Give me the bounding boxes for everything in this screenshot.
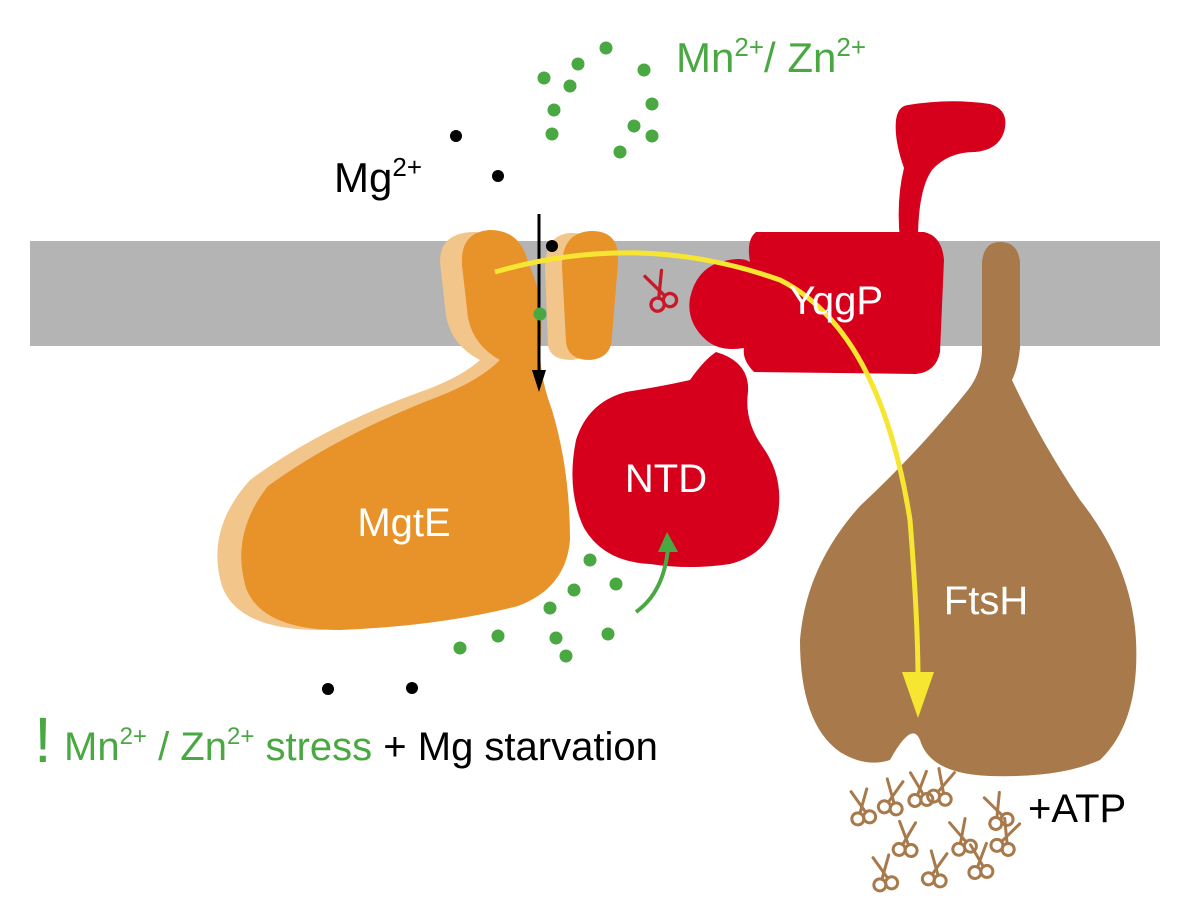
mg-ion	[492, 170, 504, 182]
atp-label: +ATP	[1028, 787, 1126, 831]
mg-ion	[546, 240, 558, 252]
mn-zn-ion	[583, 553, 597, 567]
scissors-icon	[924, 766, 960, 809]
ntd-label: NTD	[625, 457, 707, 501]
mn-zn-ion	[645, 129, 659, 143]
mn-zn-ion	[491, 629, 505, 643]
mn-zn-ion	[601, 627, 615, 641]
mn-zn-ion	[645, 97, 659, 111]
mgte-protein	[241, 230, 619, 630]
scissors-icon	[979, 789, 1017, 833]
mn-binding-arrow	[634, 547, 670, 614]
mn-zn-ion	[543, 601, 557, 615]
scissors-icon	[875, 776, 909, 818]
scissors-icon	[867, 852, 901, 894]
scissors-icon	[891, 819, 922, 859]
mn-zn-ion	[599, 41, 613, 55]
scissors-icon	[919, 848, 953, 890]
stress-mark: !	[34, 704, 52, 776]
mn-zn-ion	[559, 649, 573, 663]
mn-zn-ion	[549, 631, 563, 645]
scissors-icon	[987, 815, 1025, 859]
ftsh-label: FtsH	[944, 579, 1028, 623]
mn-zn-top-label: Mn2+/ Zn2+	[676, 32, 866, 81]
mg-ion	[322, 683, 334, 695]
arrow-icon	[532, 370, 546, 392]
arrow-icon	[902, 672, 934, 718]
mn-zn-ion	[567, 583, 581, 597]
mg-ion	[450, 130, 462, 142]
mn-zn-ion	[453, 641, 467, 655]
mn-zn-ion	[533, 307, 547, 321]
mg-ion	[406, 682, 418, 694]
mn-zn-ion	[637, 63, 651, 77]
mn-zn-ion	[547, 103, 561, 117]
stress-condition-label: Mn2+ / Zn2+ stress + Mg starvation	[64, 723, 658, 769]
mn-zn-ion	[537, 71, 551, 85]
arrow-icon	[658, 532, 678, 552]
scissors-icon	[964, 841, 995, 881]
scissors-icon	[845, 786, 879, 828]
mg-ions	[322, 130, 558, 695]
mn-zn-ion	[613, 145, 627, 159]
mg-ion-label: Mg2+	[334, 152, 422, 201]
mn-zn-ions-bottom	[453, 553, 623, 663]
ftsh-protein	[800, 242, 1137, 777]
mn-zn-ion	[627, 119, 641, 133]
cleavage-flux-arrow	[494, 250, 921, 681]
mn-zn-ion	[609, 577, 623, 591]
scissors-cluster	[845, 766, 1025, 894]
mn-zn-ion	[563, 79, 577, 93]
mn-zn-ions-top	[533, 41, 659, 321]
mn-zn-ion	[571, 57, 585, 71]
yqgp-label: YqgP	[789, 279, 883, 323]
mgte-label: MgtE	[357, 501, 450, 545]
mn-zn-ion	[545, 127, 559, 141]
